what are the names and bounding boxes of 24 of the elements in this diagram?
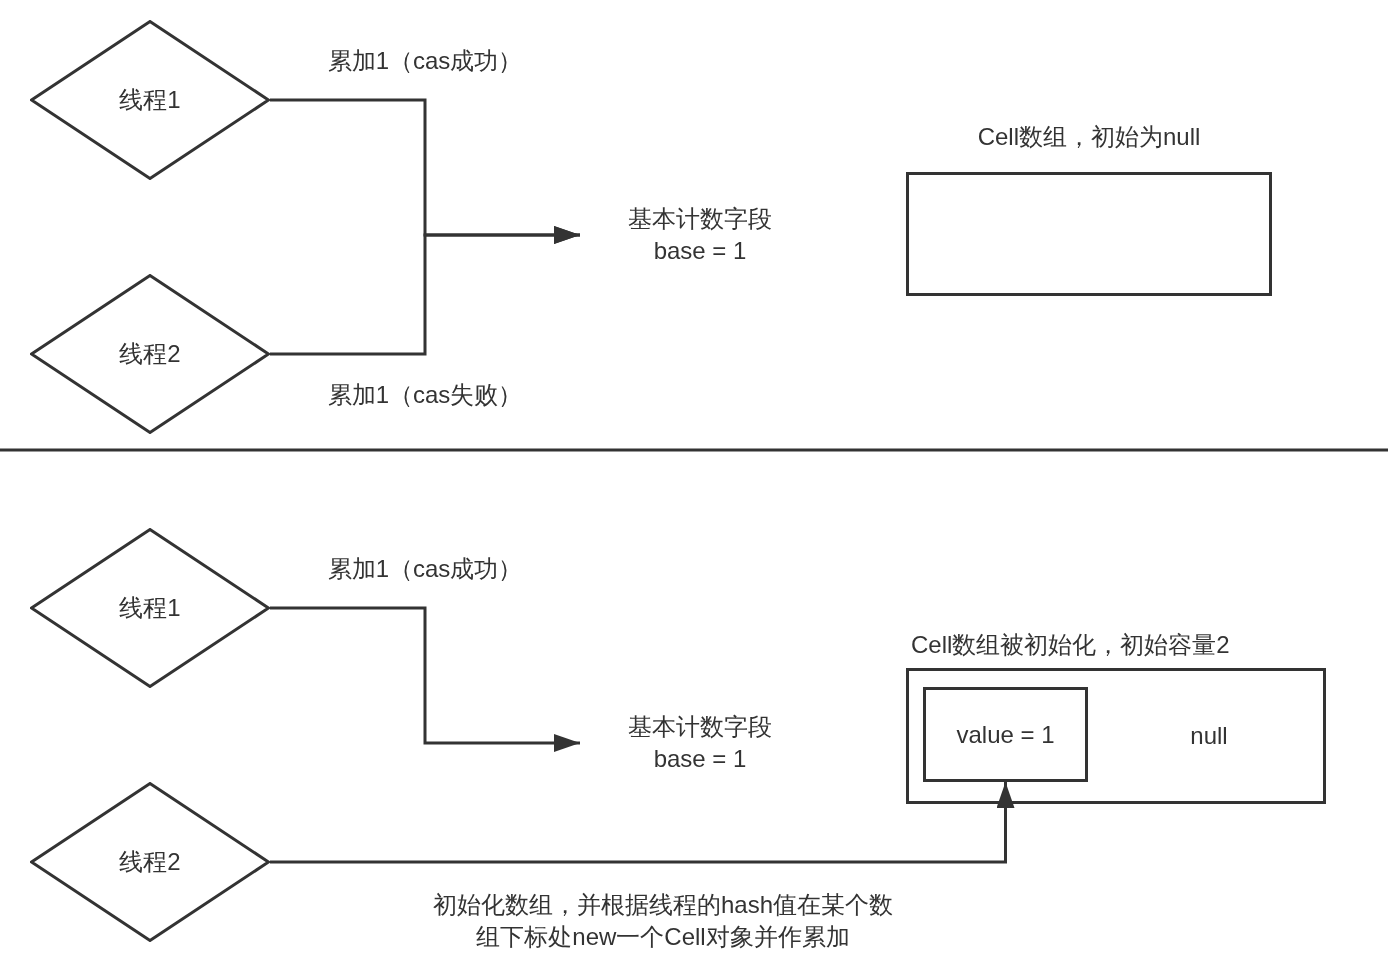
array-title: Cell数组，初始为null — [977, 122, 1201, 152]
edge-label: 初始化数组，并根据线程的hash值在某个数组下标处new一个Cell对象并作累加 — [431, 890, 894, 952]
connector-arrow — [270, 226, 580, 356]
node-label: 线程1 — [119, 593, 181, 623]
array-cell — [923, 687, 1088, 782]
node-label: 线程1 — [119, 85, 181, 115]
thread-diamond — [30, 274, 270, 434]
connector-arrow — [270, 782, 1015, 864]
field-name: 基本计数字段 — [627, 712, 773, 742]
cell-value: value = 1 — [956, 720, 1055, 749]
field-value: base = 1 — [652, 236, 748, 266]
thread-diamond — [30, 782, 270, 942]
thread-diamond — [30, 20, 270, 180]
node-label: 线程2 — [119, 339, 181, 369]
edge-label: 累加1（cas成功） — [326, 554, 524, 584]
field-value: base = 1 — [652, 744, 748, 774]
node-label: 线程2 — [119, 847, 181, 877]
edge-label: 累加1（cas成功） — [326, 46, 524, 76]
edge-label: 累加1（cas失败） — [326, 380, 524, 410]
field-name: 基本计数字段 — [627, 204, 773, 234]
thread-diamond — [30, 528, 270, 688]
cell-value: null — [1190, 721, 1228, 751]
array-title: Cell数组被初始化，初始容量2 — [911, 630, 1230, 660]
connector-arrow — [270, 606, 580, 752]
